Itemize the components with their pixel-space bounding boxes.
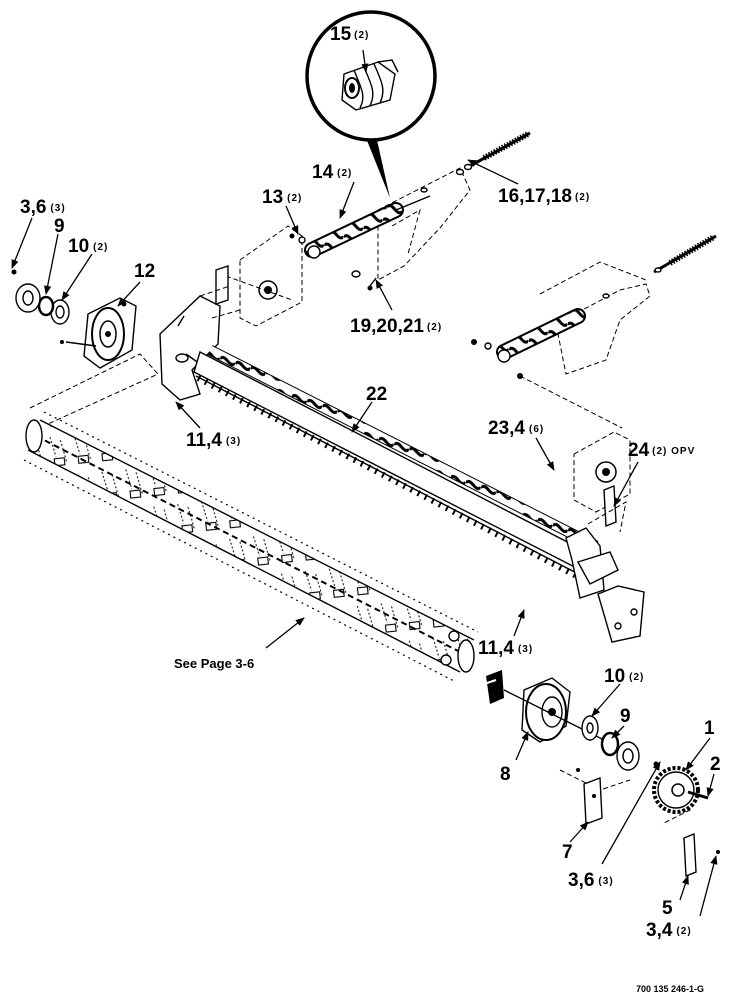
callout-3-4: 3,4 bbox=[646, 920, 673, 941]
callout-3-6-left-qty: (3) bbox=[50, 203, 65, 214]
bolt-19-upper bbox=[351, 270, 377, 291]
callout-1: 1 bbox=[704, 718, 715, 739]
right-bearing-assembly bbox=[483, 670, 691, 825]
drawing-number: 700 135 246-1-G bbox=[636, 984, 704, 994]
callout-10-right-qty: (2) bbox=[629, 672, 644, 683]
left-guard-plate bbox=[199, 265, 241, 319]
svg-text:10(2): 10 (2) bbox=[68, 236, 108, 257]
stripper-roller bbox=[23, 411, 479, 683]
callout-3-6-right: 3,6 bbox=[568, 870, 594, 891]
callout-12: 12 bbox=[134, 261, 155, 282]
callout-9-right: 9 bbox=[620, 706, 631, 727]
stripper-frame bbox=[159, 295, 645, 643]
shield-5 bbox=[683, 832, 720, 878]
callout-22: 22 bbox=[366, 384, 387, 405]
spring-14-lower bbox=[471, 234, 717, 429]
svg-text:23,4(6): 23,4 (6) bbox=[488, 418, 544, 439]
svg-text:13(2): 13 (2) bbox=[262, 187, 302, 208]
callout-8: 8 bbox=[500, 764, 511, 785]
leader-lines bbox=[11, 49, 718, 917]
callout-11-4-lower: 11,4 bbox=[478, 638, 514, 659]
svg-text:10(2): 10 (2) bbox=[604, 666, 644, 687]
detail-circle-15 bbox=[305, 10, 437, 198]
svg-text:11,4(3): 11,4 (3) bbox=[478, 638, 533, 659]
callout-13-qty: (2) bbox=[287, 193, 302, 204]
shield-7 bbox=[576, 768, 603, 825]
callout-15: 15 bbox=[330, 24, 352, 45]
callout-16-17-18: 16,17,18 bbox=[498, 186, 572, 207]
callout-5: 5 bbox=[662, 898, 673, 919]
svg-text:11,4(3): 11,4 (3) bbox=[186, 430, 241, 451]
callout-16-17-18-qty: (2) bbox=[575, 192, 590, 203]
svg-text:3,4(2): 3,4(2) bbox=[646, 920, 692, 941]
callout-19-20-21-qty: (2) bbox=[427, 322, 442, 333]
callout-3-6-right-qty: (3) bbox=[598, 876, 613, 887]
callout-11-4-lower-qty: (3) bbox=[518, 644, 533, 655]
svg-text:14(2): 14(2) bbox=[312, 162, 352, 183]
svg-text:3,6(3): 3,6 (3) bbox=[20, 197, 66, 218]
svg-text:24(2) OPV: 24(2) OPV bbox=[628, 440, 695, 461]
callout-7: 7 bbox=[562, 842, 573, 863]
callout-11-4-upper-qty: (3) bbox=[226, 436, 241, 447]
upper-spring-mount-left bbox=[225, 167, 471, 327]
callout-3-6-left: 3,6 bbox=[20, 197, 46, 218]
callout-14: 14 bbox=[312, 162, 334, 183]
callout-9-left: 9 bbox=[54, 216, 65, 237]
callout-2: 2 bbox=[710, 754, 721, 775]
callout-14-qty: (2) bbox=[337, 168, 352, 179]
callout-13: 13 bbox=[262, 187, 283, 208]
callout-labels: 15(2) 14(2) 13(2) 16,17,18(2) 3,6(3) 9 1… bbox=[20, 24, 721, 994]
callout-11-4-upper: 11,4 bbox=[186, 430, 222, 451]
svg-text:3,6(3): 3,6 (3) bbox=[568, 870, 614, 891]
svg-text:19,20,21(2): 19,20,21(2) bbox=[350, 316, 442, 337]
callout-10-left-qty: (2) bbox=[93, 242, 108, 253]
svg-text:16,17,18(2): 16,17,18(2) bbox=[498, 186, 590, 207]
callout-23-4-qty: (6) bbox=[529, 424, 544, 435]
callout-3-4-qty: (2) bbox=[676, 926, 691, 937]
callout-10-left: 10 bbox=[68, 236, 89, 257]
right-bearing-plate bbox=[573, 431, 631, 533]
see-page-reference: See Page 3-6 bbox=[174, 656, 254, 671]
callout-23-4: 23,4 bbox=[488, 418, 525, 439]
callout-24: 24 bbox=[628, 440, 650, 461]
callout-19-20-21: 19,20,21 bbox=[350, 316, 424, 337]
spring-bushing-part bbox=[341, 59, 399, 111]
eyebolt-16-upper bbox=[420, 131, 531, 193]
callout-10-right: 10 bbox=[604, 666, 625, 687]
drive-sprocket bbox=[652, 766, 709, 814]
svg-text:15(2): 15(2) bbox=[330, 24, 369, 45]
left-bearing-assembly bbox=[11, 269, 159, 425]
callout-15-qty: (2) bbox=[354, 30, 369, 41]
spring-14-upper bbox=[289, 195, 431, 259]
callout-24-qty: (2) OPV bbox=[652, 446, 695, 457]
